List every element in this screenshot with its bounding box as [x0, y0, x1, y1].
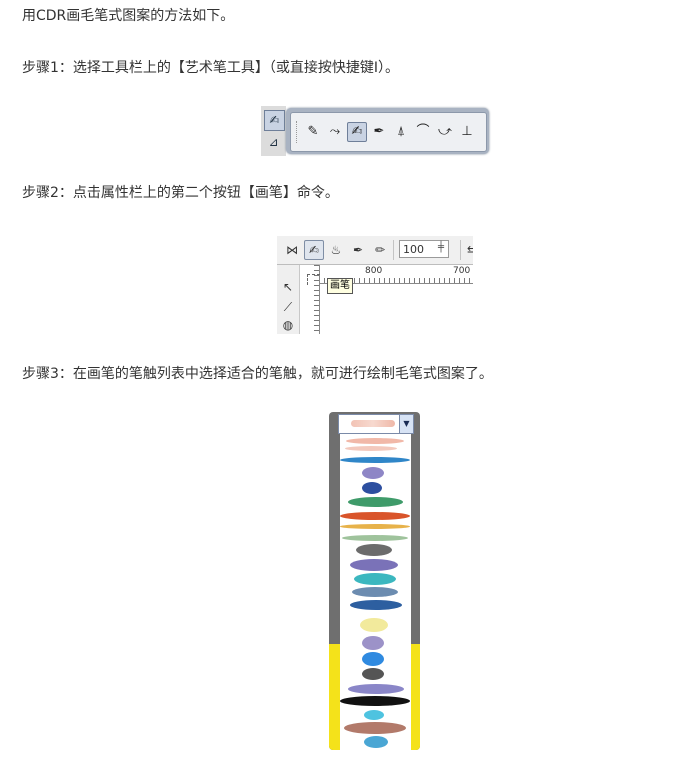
brush-stroke-option[interactable]: [364, 710, 384, 720]
yellow-background-right: [408, 644, 420, 750]
brush-stroke-option[interactable]: [340, 512, 410, 520]
stroke-dropdown[interactable]: ▼: [338, 414, 414, 434]
toolbox-strip: ✍ ⊿: [261, 106, 286, 156]
brush-stroke-option[interactable]: [360, 618, 388, 632]
separator: [460, 240, 461, 260]
ruler-ticks: [319, 278, 473, 283]
brush-tooltip: 画笔: [327, 278, 353, 294]
step2-text: 步骤2：点击属性栏上的第二个按钮【画笔】命令。: [22, 185, 339, 201]
pressure-icon[interactable]: ✏: [374, 243, 386, 257]
vertical-ruler: [300, 265, 320, 334]
brush-stroke-option[interactable]: [362, 467, 384, 479]
selected-stroke-preview: [351, 420, 395, 427]
stroke-width-input[interactable]: 100: [399, 240, 449, 258]
brush-stroke-option[interactable]: [362, 668, 384, 680]
brush-stroke-option[interactable]: [364, 736, 388, 748]
shape-tool-icon[interactable]: ⟋: [283, 300, 293, 314]
brush-stroke-list-figure: ▼: [329, 412, 420, 750]
curve-flyout-toolbar: ✎ ⤳ ✍ ✒ ⍋ ⌒ ⤻ ⊥: [286, 108, 489, 154]
step1-text: 步骤1：选择工具栏上的【艺术笔工具】（或直接按快捷键I）。: [22, 60, 400, 76]
brush-stroke-option[interactable]: [352, 587, 398, 597]
artistic-media-icon[interactable]: ✍: [347, 122, 367, 142]
interactive-connector-icon[interactable]: ⤻: [438, 124, 452, 139]
spin-icon[interactable]: ╪: [438, 242, 445, 253]
intro-text: 用CDR画毛笔式图案的方法如下。: [22, 8, 235, 24]
artistic-media-toolbar-figure: ✍ ⊿ ✎ ⤳ ✍ ✒ ⍋ ⌒ ⤻ ⊥: [261, 106, 489, 156]
page-corner: [307, 274, 320, 285]
bezier-icon[interactable]: ⤳: [329, 124, 341, 139]
smudge-tool-icon[interactable]: ◍: [282, 318, 294, 332]
brush-stroke-option[interactable]: [348, 497, 403, 507]
pick-tool-icon[interactable]: ↖: [282, 280, 294, 294]
ruler-ticks: [314, 265, 319, 334]
curve-flyout-icon[interactable]: ✍: [264, 110, 285, 131]
brush-stroke-option[interactable]: [348, 684, 404, 694]
brush-stroke-option[interactable]: [345, 446, 397, 451]
brush-stroke-option[interactable]: [346, 438, 404, 444]
brush-stroke-option[interactable]: [344, 722, 406, 734]
step3-text: 步骤3：在画笔的笔触列表中选择适合的笔触，就可进行绘制毛笔式图案了。: [22, 366, 493, 382]
more-icon[interactable]: ⇆: [466, 243, 473, 257]
pen-icon[interactable]: ✒: [373, 124, 385, 139]
brush-stroke-option[interactable]: [362, 636, 384, 650]
stroke-list-frame: ▼: [329, 412, 420, 750]
preset-icon[interactable]: ⋈: [286, 243, 298, 257]
sprayer-icon[interactable]: ♨: [330, 243, 342, 257]
polyline-icon[interactable]: ⍋: [397, 124, 405, 139]
brush-stroke-option[interactable]: [362, 482, 382, 494]
property-bar: ⋈ ✍ ♨ ✒ ✏ 100 ╪ ⇆: [277, 236, 473, 265]
brush-icon[interactable]: ✍: [304, 240, 324, 260]
toolbar-body: ✎ ⤳ ✍ ✒ ⍋ ⌒ ⤻ ⊥: [290, 112, 487, 152]
yellow-background-left: [329, 644, 341, 750]
stroke-list[interactable]: [340, 434, 411, 750]
freehand-icon[interactable]: ✎: [307, 124, 319, 139]
brush-stroke-option[interactable]: [354, 573, 396, 585]
brush-stroke-option[interactable]: [340, 457, 410, 463]
dropdown-arrow-icon[interactable]: ▼: [399, 415, 413, 433]
ruler-label: 700: [453, 266, 471, 276]
brush-stroke-option[interactable]: [340, 696, 410, 706]
brush-stroke-option[interactable]: [342, 535, 408, 541]
three-point-curve-icon[interactable]: ⌒: [416, 124, 430, 139]
horizontal-ruler: 800 700: [319, 265, 473, 284]
property-bar-figure: ⋈ ✍ ♨ ✒ ✏ 100 ╪ ⇆ 800 700 ↖ ⟋ ◍ 画笔: [277, 236, 473, 334]
left-toolbox: ↖ ⟋ ◍: [277, 265, 300, 334]
dimension-icon[interactable]: ⊥: [461, 124, 473, 139]
toolbar-grip[interactable]: [296, 121, 300, 143]
brush-stroke-option[interactable]: [350, 600, 402, 610]
separator: [393, 240, 394, 260]
brush-stroke-option[interactable]: [362, 652, 384, 666]
brush-stroke-option[interactable]: [350, 559, 398, 571]
calligraphic-icon[interactable]: ✒: [352, 243, 364, 257]
brush-stroke-option[interactable]: [356, 544, 392, 556]
brush-stroke-option[interactable]: [340, 524, 410, 529]
dimension-flyout-icon[interactable]: ⊿: [268, 135, 279, 149]
ruler-label: 800: [365, 266, 383, 276]
